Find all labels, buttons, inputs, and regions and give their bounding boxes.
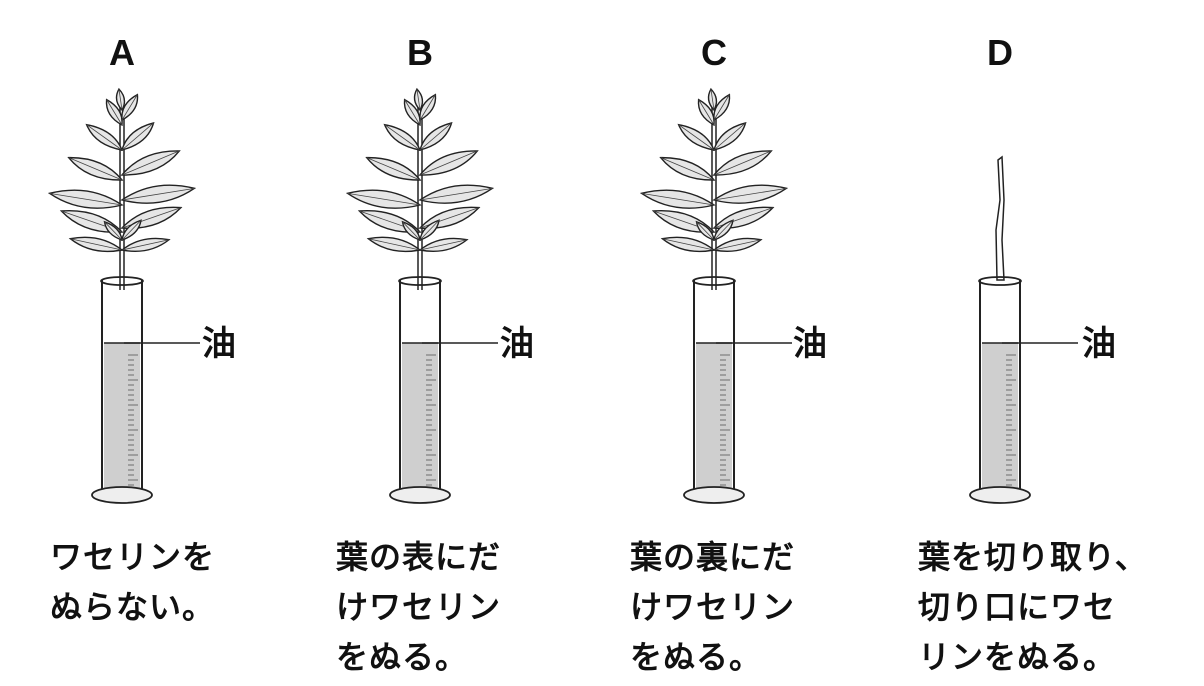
leaf-vein [419,239,468,251]
caption-line: ぬらない。 [50,588,216,626]
cylinder-rim [398,276,442,286]
caption-line: けワセリン [630,588,796,626]
oil-label-a: 油 [202,324,236,364]
oil-fill [696,343,732,493]
caption-line: 葉を切り取り、 [918,538,1148,576]
caption-c: 葉の裏にだ けワセリン をぬる。 [630,532,795,682]
leaf-vein [121,150,180,176]
leaf-vein [713,219,734,241]
panel-a-letter: A [109,32,135,73]
cylinder-wall [693,280,735,495]
cut-stem [995,155,1005,281]
leaf-vein [641,192,715,206]
cylinder-base [91,486,153,504]
leaf-vein [419,187,493,201]
leaf-vein [121,94,138,121]
leaf-vein [86,124,123,151]
leaf-vein [419,219,440,241]
oil-fill [402,343,438,493]
panel-d-letter: D [987,32,1013,73]
cylinder-base [389,486,451,504]
leaf-vein [118,89,123,111]
cylinder-wall [399,280,441,495]
leaf-vein [713,94,730,121]
oil-label-c: 油 [793,324,827,364]
cylinder-rim [692,276,736,286]
caption-a: ワセリンを ぬらない。 [50,532,215,632]
leaf-vein [121,122,154,151]
oil-fill [104,343,140,493]
leaf-vein [384,124,421,151]
leaf-vein [121,219,142,241]
leaf-vein [70,238,123,251]
caption-line: 葉の裏にだ [630,538,796,576]
leaf-vein [402,221,421,241]
leaf-vein [713,150,772,176]
leaf-vein [104,221,123,241]
cylinder-base [683,486,745,504]
leaf-vein [713,187,787,201]
oil-fill [982,343,1018,493]
plant-stem [711,105,717,290]
panel-b-letter: B [407,32,433,73]
leaf-vein [713,122,746,151]
leaf-vein [404,99,421,126]
leaf-vein [419,150,478,176]
leaf-vein [660,157,715,181]
caption-b: 葉の表にだ けワセリン をぬる。 [336,532,501,682]
leaf-vein [696,221,715,241]
caption-line: リンをぬる。 [918,638,1117,676]
plant-stem [119,105,125,290]
caption-line: をぬる。 [630,638,763,676]
leaf-vein [121,239,170,251]
leaf-vein [68,157,123,181]
panel-c-letter: C [701,32,727,73]
cylinder-rim [978,276,1022,286]
caption-line: けワセリン [336,588,502,626]
leaf-vein [662,238,715,251]
cylinder-rim [100,276,144,286]
caption-line: ワセリンを [50,538,216,576]
leaf-vein [368,238,421,251]
leaf-vein [419,94,436,121]
leaf-vein [698,99,715,126]
leaf-vein [366,157,421,181]
leaf-vein [710,89,715,111]
cylinder-wall [979,280,1021,495]
caption-line: をぬる。 [336,638,469,676]
cylinder-base [969,486,1031,504]
cylinder-wall [101,280,143,495]
caption-d: 葉を切り取り、 切り口にワセ リンをぬる。 [918,532,1148,682]
leaf-vein [121,187,195,201]
leaf-vein [678,124,715,151]
plant-stem [417,105,423,290]
leaf-vein [106,99,123,126]
leaf-vein [49,192,123,206]
leaf-vein [419,122,452,151]
caption-line: 葉の表にだ [336,538,502,576]
leaf-vein [713,239,762,251]
caption-line: 切り口にワセ [918,588,1117,626]
leaf-vein [416,89,421,111]
oil-label-d: 油 [1082,324,1116,364]
leaf-vein [347,192,421,206]
oil-label-b: 油 [500,324,534,364]
